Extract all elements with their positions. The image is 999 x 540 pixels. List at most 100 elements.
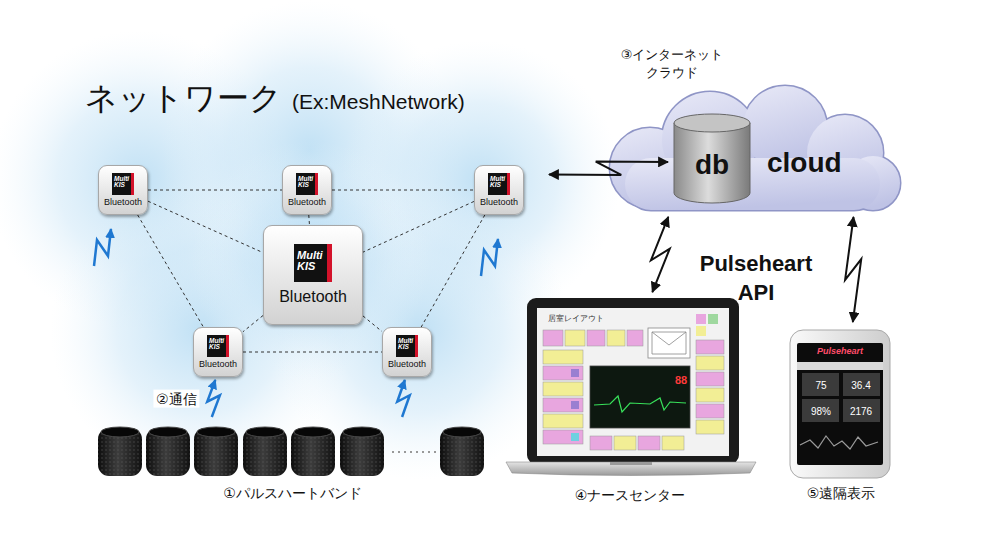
logo-text: Multi KIS <box>296 173 318 195</box>
app-title: Pulseheart <box>817 347 863 357</box>
room-cell <box>662 436 684 450</box>
wrist-band <box>146 427 190 476</box>
cloud-lobe <box>625 158 880 210</box>
bluetooth-hub: Multi KIS Bluetooth <box>263 225 363 325</box>
phone-illustration <box>790 330 890 478</box>
room-cell <box>614 436 636 450</box>
value-tile <box>802 399 839 422</box>
node-label: Bluetooth <box>480 198 518 208</box>
laptop-screen <box>537 308 729 456</box>
mesh-link <box>243 316 263 332</box>
signal-arrow <box>481 239 498 276</box>
region-subheading: (Ex:MeshNetwork) <box>292 91 465 112</box>
room-cell <box>696 314 706 324</box>
room-cell <box>708 314 718 324</box>
room-cell <box>543 350 583 364</box>
status-square <box>571 369 579 377</box>
cloud-shape: ③インターネット クラウドclouddb <box>595 88 907 213</box>
wrist-band <box>340 427 384 476</box>
node-label: Bluetooth <box>279 288 347 306</box>
laptop-illustration <box>506 298 756 476</box>
connector-label: ②通信 <box>153 389 200 408</box>
room-cell <box>696 420 724 434</box>
band-illustration <box>98 427 484 476</box>
pulse-wave <box>594 396 686 412</box>
room-cell <box>543 366 583 380</box>
phone-screen <box>797 343 883 465</box>
logo-text: Multi KIS <box>396 335 418 357</box>
bluetooth-node: Multi KIS Bluetooth <box>474 165 524 215</box>
wrist-band <box>291 427 335 476</box>
network-region: ネットワーク(Ex:MeshNetwork)Multi KISBluetooth… <box>10 70 545 405</box>
link-arrow <box>845 217 861 322</box>
wrist-band <box>440 427 484 476</box>
mesh-link <box>148 201 263 252</box>
laptop-lid <box>527 298 739 464</box>
cylinder-top <box>674 114 750 132</box>
mesh-link <box>363 316 382 332</box>
value-tile <box>843 373 880 396</box>
wrist-band <box>194 427 238 476</box>
cloud-layer <box>610 86 900 210</box>
room-cell <box>543 398 583 412</box>
mesh-link <box>148 190 282 191</box>
value-tile <box>843 399 880 422</box>
room-cell <box>565 330 585 346</box>
room-cell <box>543 382 583 396</box>
device-group: ④ナースセンター <box>505 296 755 510</box>
bluetooth-node: Multi KISBluetooth <box>98 165 148 215</box>
mesh-link <box>363 201 474 252</box>
logo-text: Multi KIS <box>207 335 229 357</box>
link-arrow <box>397 380 410 417</box>
envelope-icon <box>652 332 686 354</box>
link-arrow <box>207 380 220 417</box>
device-label: ④ナースセンター <box>575 487 686 504</box>
laptop-base <box>506 462 756 476</box>
message-box <box>648 328 690 358</box>
vital-value: 36.4 <box>851 380 870 391</box>
bluetooth-node: Multi KIS Bluetooth <box>382 327 432 377</box>
node-label: Bluetooth <box>199 360 237 370</box>
room-cell <box>543 414 583 428</box>
link-arrow <box>651 217 670 292</box>
room-cell <box>696 372 724 386</box>
value-tile <box>802 373 839 396</box>
cylinder-body <box>674 123 750 203</box>
room-cell <box>607 330 625 346</box>
room-cell <box>696 388 724 402</box>
room-cell <box>543 430 583 444</box>
node-label: Bluetooth <box>288 198 326 208</box>
ellipsis-line <box>392 451 436 453</box>
room-cell <box>543 330 563 346</box>
laptop-notch <box>610 462 652 465</box>
phone-chart <box>800 436 878 449</box>
room-cell <box>696 326 706 336</box>
status-square <box>571 433 579 441</box>
database-cylinder: db <box>672 113 752 205</box>
logo-text: Multi KIS <box>488 173 510 195</box>
room-cell <box>696 356 724 370</box>
room-cell <box>627 330 643 346</box>
logo-text: Multi KIS <box>294 244 332 282</box>
mesh-link <box>308 215 310 225</box>
room-cell <box>590 436 612 450</box>
room-cell <box>696 340 724 354</box>
room-cell <box>587 330 605 346</box>
bluetooth-node: Multi KIS Bluetooth <box>193 327 243 377</box>
node-label: Bluetooth <box>104 198 142 208</box>
node-label: Bluetooth <box>388 360 426 370</box>
db-label: db <box>695 151 729 179</box>
device-group: ①パルスハートバンド <box>90 420 495 508</box>
bluetooth-node: Multi KIS Bluetooth <box>282 165 332 215</box>
monitor-panel <box>590 366 690 428</box>
signal-arrow <box>94 229 111 266</box>
room-cell <box>638 436 660 450</box>
phone-body <box>790 330 890 478</box>
mesh-link <box>332 190 474 191</box>
mesh-link <box>421 215 485 327</box>
screen-number: 88 <box>675 374 687 386</box>
vital-value: 75 <box>815 380 826 391</box>
wrist-band <box>98 427 142 476</box>
